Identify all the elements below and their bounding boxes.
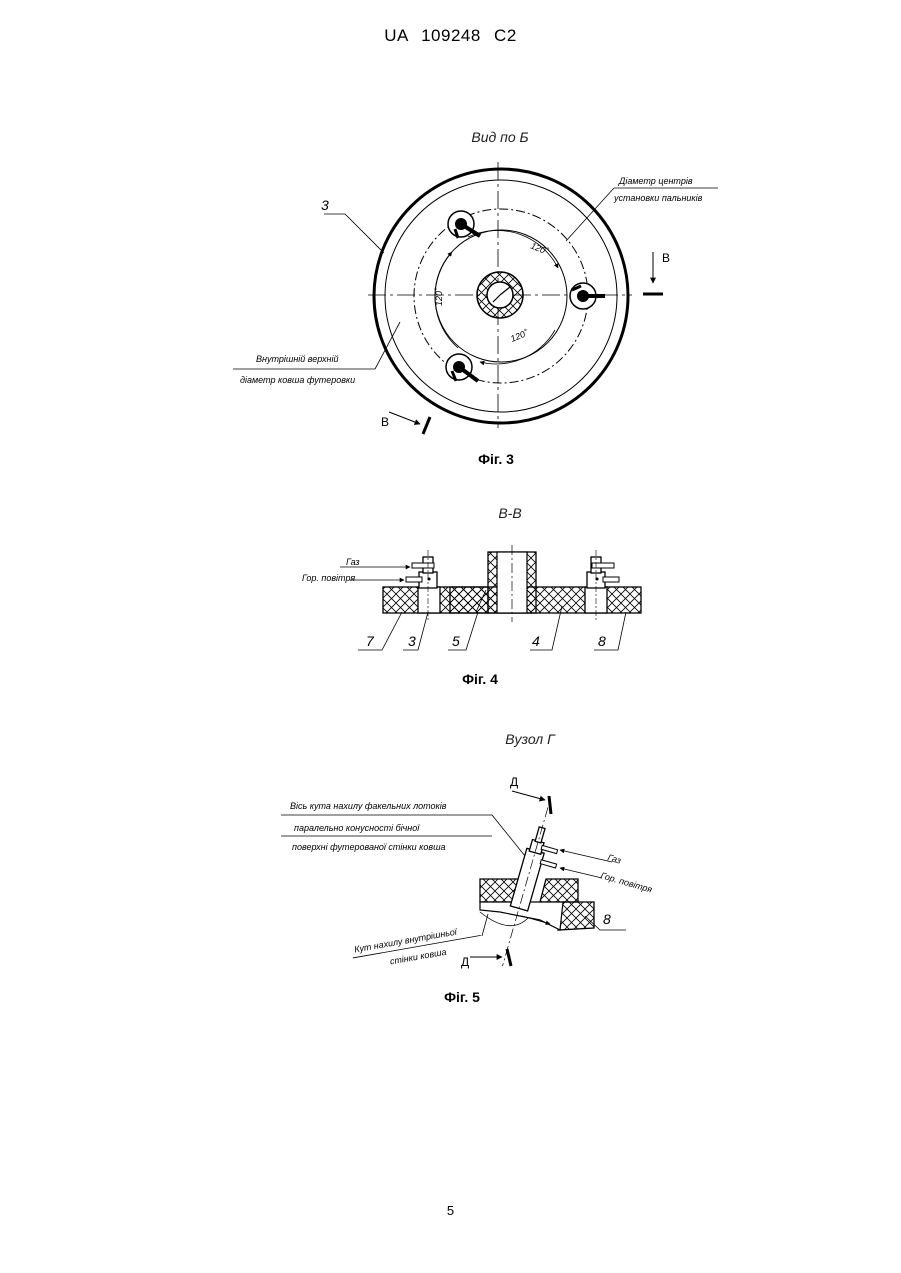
fig3-ann-inner-line2: діаметр ковша футеровки bbox=[240, 375, 355, 385]
fig5-ann-axis-line3: поверхні футерованої стінки ковша bbox=[292, 842, 446, 852]
page-number: 5 bbox=[0, 1203, 901, 1218]
fig5-wall-lining bbox=[558, 902, 594, 930]
fig3-burner-top bbox=[448, 211, 480, 238]
fig3-section-mark-top: В bbox=[662, 251, 670, 265]
fig5-label-air: Гор. повітря bbox=[599, 870, 653, 894]
fig5-title: Вузол Г bbox=[505, 731, 556, 747]
figure-5: Вузол Г Д Д Вісь кута нахилу факельних л… bbox=[281, 731, 653, 1005]
fig4-ref-4: 4 bbox=[532, 633, 540, 649]
fig4-ref-5: 5 bbox=[452, 633, 460, 649]
figure-3: Вид по Б bbox=[233, 129, 718, 467]
fig4-ref-8: 8 bbox=[598, 633, 606, 649]
fig4-label-air: Гор. повітря bbox=[302, 573, 355, 583]
fig3-angle-left-label: 120˚ bbox=[434, 287, 444, 306]
fig3-ann-inner-line1: Внутрішній верхній bbox=[256, 354, 338, 364]
fig5-ann-axis-line1: Вісь кута нахилу факельних лотоків bbox=[290, 801, 447, 811]
fig3-angle-top-label: 120˚ bbox=[529, 241, 550, 257]
fig4-label-gas: Газ bbox=[346, 557, 360, 567]
fig5-label-gas: Газ bbox=[606, 852, 622, 865]
fig3-title: Вид по Б bbox=[471, 129, 528, 145]
fig3-ann-centers-line2: установки пальників bbox=[613, 193, 703, 203]
fig5-ann-axis-line2: паралельно конусності бічної bbox=[294, 823, 420, 833]
fig3-angle-bottom-label: 120˚ bbox=[509, 327, 530, 343]
fig3-ref-3: 3 bbox=[321, 197, 329, 213]
fig4-ref-3: 3 bbox=[408, 633, 416, 649]
fig5-mark-bottom: Д bbox=[461, 955, 469, 969]
fig3-caption: Фіг. 3 bbox=[478, 451, 514, 467]
fig4-ref-7: 7 bbox=[366, 633, 375, 649]
fig5-mark-top: Д bbox=[510, 775, 518, 789]
fig3-burner-bottom bbox=[446, 354, 478, 381]
figure-4: В-В Газ Гор. пов bbox=[302, 505, 641, 687]
fig3-burner-right bbox=[570, 283, 605, 309]
fig4-title: В-В bbox=[498, 505, 521, 521]
fig5-ref-8: 8 bbox=[603, 911, 611, 927]
fig3-ann-centers-line1: Діаметр центрів bbox=[618, 176, 693, 186]
fig5-slab-right bbox=[540, 879, 578, 902]
fig4-caption: Фіг. 4 bbox=[462, 671, 498, 687]
fig5-caption: Фіг. 5 bbox=[444, 989, 480, 1005]
fig3-section-mark-bottom: В bbox=[381, 415, 389, 429]
